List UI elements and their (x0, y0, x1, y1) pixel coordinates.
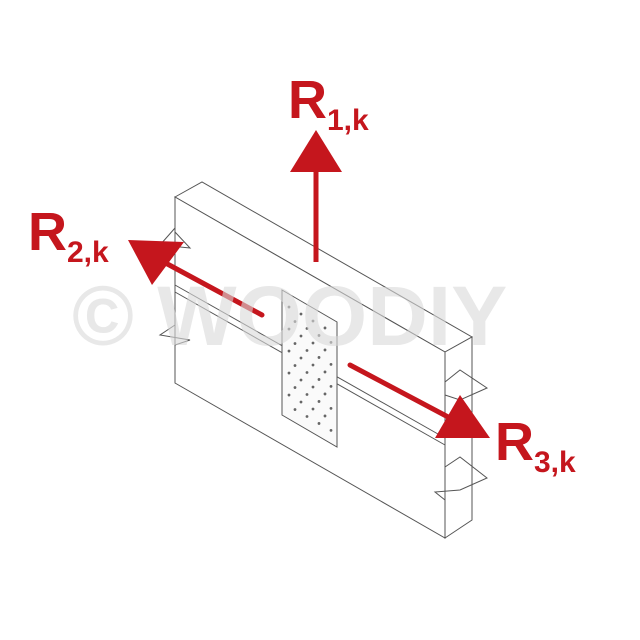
plate-hole (323, 414, 327, 418)
plate-hole (305, 349, 309, 352)
plate-hole (287, 349, 291, 353)
plate-hole (305, 371, 309, 374)
plate-hole (287, 371, 291, 375)
plate-hole (299, 378, 303, 382)
label-r1: R1,k (288, 70, 369, 137)
plate-hole (317, 400, 321, 403)
plate-hole (329, 429, 333, 432)
label-r3: R3,k (495, 412, 576, 479)
plate-hole (311, 319, 315, 323)
plate-hole (329, 407, 333, 410)
plate-hole (317, 334, 321, 337)
plate-hole (311, 341, 315, 345)
plate-hole (323, 326, 327, 330)
plate-hole (287, 327, 291, 331)
plate-hole (293, 364, 297, 367)
plate-hole (323, 392, 327, 396)
plate-hole (299, 334, 303, 338)
notch-left-bottom (158, 324, 191, 346)
plate-hole (305, 415, 309, 418)
plate-hole (317, 356, 321, 359)
plate-hole (299, 312, 303, 316)
plate-hole (293, 408, 297, 411)
label-r2: R2,k (28, 202, 109, 269)
svg-text:© WOODIY: © WOODIY (72, 269, 507, 363)
arrow-r1 (290, 130, 342, 262)
plate-hole (311, 385, 315, 389)
perforated-plate (281, 289, 338, 448)
notch-right-top (444, 369, 489, 401)
plate-hole (311, 407, 315, 411)
plate-hole (293, 320, 297, 323)
plate-hole (323, 370, 327, 374)
plate-hole (329, 385, 333, 388)
plate-hole (317, 378, 321, 381)
arrow-r3 (347, 362, 490, 438)
plate-hole (293, 342, 297, 345)
plate-hole (293, 386, 297, 389)
plate-hole (299, 400, 303, 404)
plate-hole (305, 327, 309, 330)
plate-hole (329, 341, 333, 344)
plate-hole (287, 393, 291, 397)
plate-hole (287, 305, 291, 309)
plate-hole (323, 348, 327, 352)
arrow-r2 (128, 240, 265, 318)
plate-hole (317, 422, 321, 425)
watermark: © WOODIY (72, 269, 507, 363)
plate-hole (299, 356, 303, 360)
plate-hole (305, 393, 309, 396)
notch-right-bottom (433, 456, 488, 501)
plate-hole (311, 363, 315, 367)
plate-hole (329, 363, 333, 366)
